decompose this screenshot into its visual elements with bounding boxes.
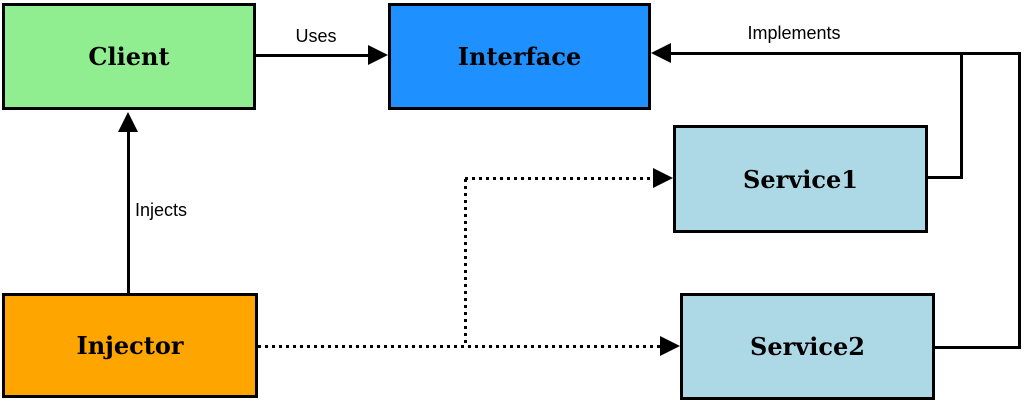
service2-implements-horizontal-line bbox=[935, 346, 1021, 349]
implements-edge-line bbox=[668, 52, 1021, 55]
node-service2-label: Service2 bbox=[750, 332, 865, 361]
node-service2: Service2 bbox=[680, 293, 935, 400]
node-client-label: Client bbox=[88, 42, 170, 71]
node-client: Client bbox=[2, 3, 256, 110]
implements-arrowhead-icon bbox=[651, 43, 671, 63]
node-service1-label: Service1 bbox=[743, 164, 858, 194]
injector-service1-dotted-horizontal-line bbox=[465, 177, 655, 180]
uses-arrowhead-icon bbox=[368, 45, 388, 65]
service1-implements-vertical-line bbox=[960, 52, 963, 179]
node-service1: Service1 bbox=[673, 125, 928, 233]
node-interface-label: Interface bbox=[457, 42, 582, 71]
injects-edge-line bbox=[127, 131, 130, 293]
node-injector: Injector bbox=[2, 293, 258, 398]
injector-service1-arrowhead-icon bbox=[653, 168, 673, 188]
service2-implements-vertical-line bbox=[1018, 52, 1021, 349]
node-interface: Interface bbox=[388, 3, 651, 110]
injector-service2-arrowhead-icon bbox=[660, 336, 680, 356]
node-injector-label: Injector bbox=[76, 331, 184, 360]
uses-edge-label: Uses bbox=[295, 26, 337, 46]
service1-implements-horizontal-line bbox=[928, 176, 963, 179]
injector-service2-dotted-line bbox=[258, 345, 662, 348]
injector-service1-dotted-vertical-line bbox=[464, 179, 467, 346]
uses-edge-line bbox=[256, 54, 372, 57]
injects-edge-label: Injects bbox=[135, 200, 188, 220]
injects-arrowhead-icon bbox=[118, 112, 138, 132]
implements-edge-label: Implements bbox=[747, 23, 841, 43]
